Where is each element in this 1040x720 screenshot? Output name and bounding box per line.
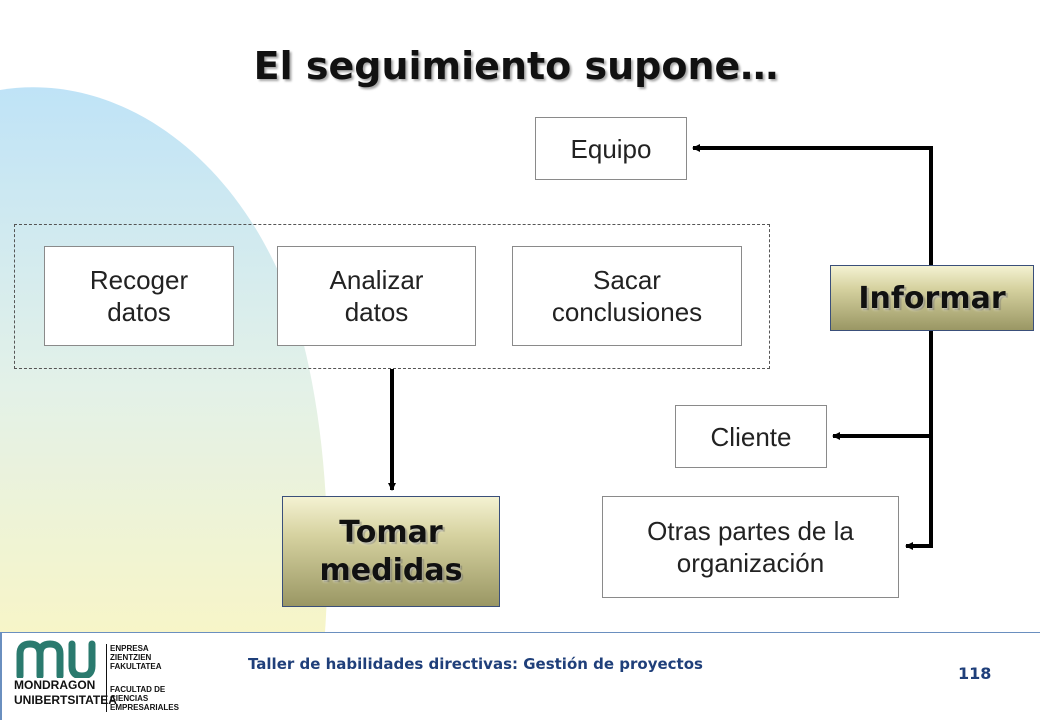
recipient-otras-partes: Otras partes de la organización xyxy=(602,496,899,598)
step-label: Recoger datos xyxy=(89,265,189,327)
page-number: 118 xyxy=(958,664,992,683)
logo-faculty: ENPRESA ZIENTZIEN FAKULTATEA FACULTAD DE… xyxy=(110,644,179,712)
mondragon-logo-icon xyxy=(16,640,96,678)
action-informar: Informar xyxy=(830,265,1034,331)
analysis-group-frame xyxy=(14,224,770,369)
footer-course-title: Taller de habilidades directivas: Gestió… xyxy=(248,655,703,673)
logo-separator xyxy=(106,644,107,712)
action-tomar-medidas: Tomar medidas xyxy=(282,496,500,607)
recipient-cliente: Cliente xyxy=(675,405,827,468)
step-label: Analizar datos xyxy=(329,265,424,327)
step-sacar-conclusiones: Sacar conclusiones xyxy=(512,246,742,346)
recipient-label: Otras partes de la organización xyxy=(647,516,854,578)
footer-left-border xyxy=(0,632,2,720)
recipient-equipo: Equipo xyxy=(535,117,687,180)
step-label: Sacar conclusiones xyxy=(551,265,703,327)
recipient-label: Equipo xyxy=(570,133,652,164)
step-recoger-datos: Recoger datos xyxy=(44,246,234,346)
action-label: Tomar medidas xyxy=(319,514,463,588)
logo-university-name: MONDRAGON UNIBERTSITATEA xyxy=(14,678,117,707)
recipient-label: Cliente xyxy=(710,421,792,452)
slide-title: El seguimiento supone… xyxy=(253,44,779,88)
action-label: Informar xyxy=(858,280,1006,316)
footer-divider xyxy=(0,632,1040,633)
step-analizar-datos: Analizar datos xyxy=(277,246,476,346)
